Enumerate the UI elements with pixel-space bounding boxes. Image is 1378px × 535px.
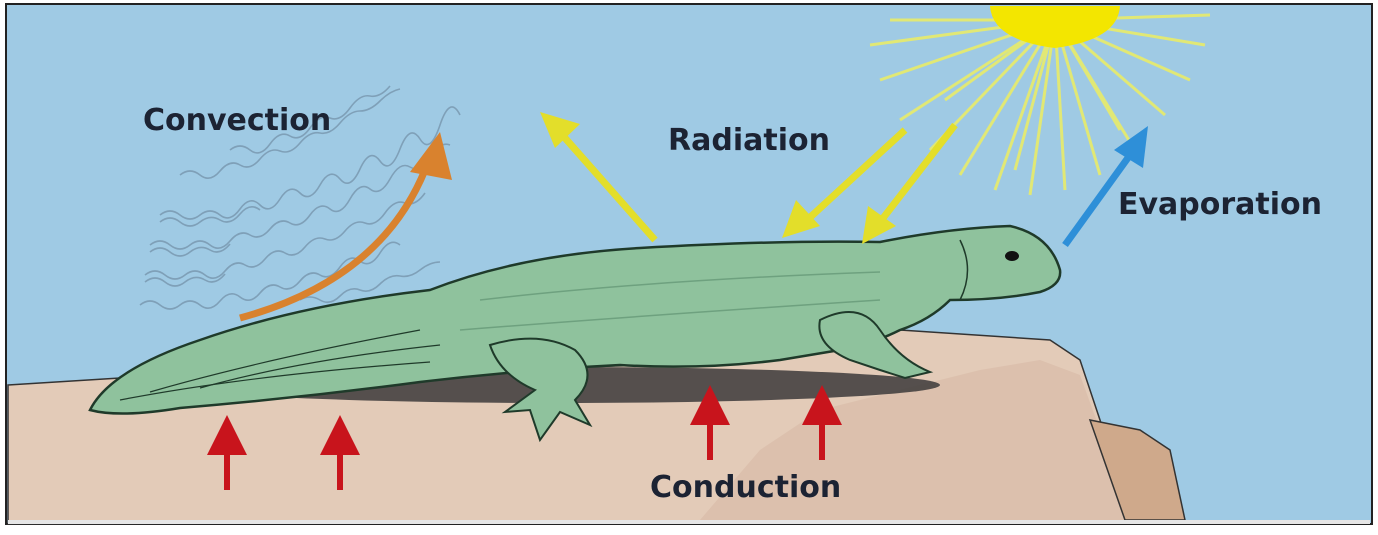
label-conduction: Conduction xyxy=(650,470,841,505)
label-radiation: Radiation xyxy=(668,123,830,158)
label-convection: Convection xyxy=(143,103,331,138)
label-evaporation: Evaporation xyxy=(1118,187,1322,222)
